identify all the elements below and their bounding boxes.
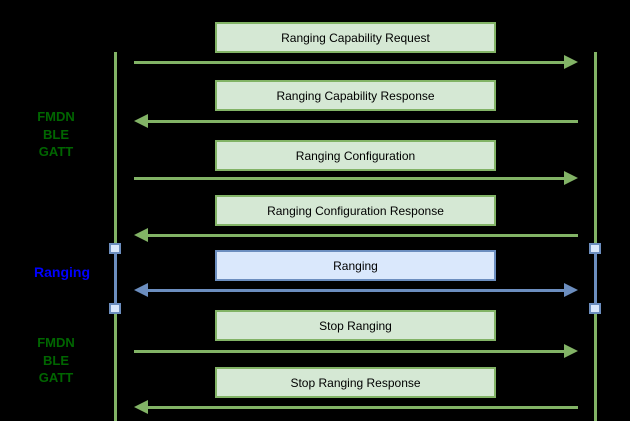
arrowhead-right-icon [564,344,578,358]
left-activation-end-marker [109,303,121,314]
side-label-ranging: Ranging [34,264,90,280]
arrowhead-left-icon [134,114,148,128]
arrow-right-icon [134,171,578,185]
side-label-fmdn-ble-gatt-bottom: FMDN BLE GATT [37,335,75,385]
arrow-left-icon [134,400,578,414]
message-box-stop-ranging-response: Stop Ranging Response [215,367,496,398]
right-activation-bar [594,253,597,303]
arrow-right-icon [134,55,578,69]
message-box-ranging-configuration-response: Ranging Configuration Response [215,195,496,226]
message-box-ranging: Ranging [215,250,496,281]
right-activation-start-marker [589,243,601,254]
arrow-line [145,405,578,409]
arrowhead-left-icon [134,283,148,297]
arrow-bidirectional-icon [134,283,578,297]
message-box-ranging-capability-response: Ranging Capability Response [215,80,496,111]
message-box-stop-ranging: Stop Ranging [215,310,496,341]
message-box-ranging-configuration: Ranging Configuration [215,140,496,171]
arrowhead-right-icon [564,55,578,69]
arrowhead-right-icon [564,283,578,297]
right-lifeline [594,52,597,421]
arrow-line [145,233,578,237]
arrow-line [145,119,578,123]
right-activation-end-marker [589,303,601,314]
arrow-left-icon [134,228,578,242]
arrow-line [134,349,567,353]
left-activation-bar [114,253,117,303]
message-box-ranging-capability-request: Ranging Capability Request [215,22,496,53]
arrowhead-left-icon [134,228,148,242]
arrow-line [134,60,567,64]
left-lifeline [114,52,117,421]
left-activation-start-marker [109,243,121,254]
arrow-left-icon [134,114,578,128]
arrowhead-left-icon [134,400,148,414]
arrow-line [134,176,567,180]
arrow-line [145,288,567,292]
side-label-fmdn-ble-gatt-top: FMDN BLE GATT [37,109,75,159]
arrowhead-right-icon [564,171,578,185]
arrow-right-icon [134,344,578,358]
